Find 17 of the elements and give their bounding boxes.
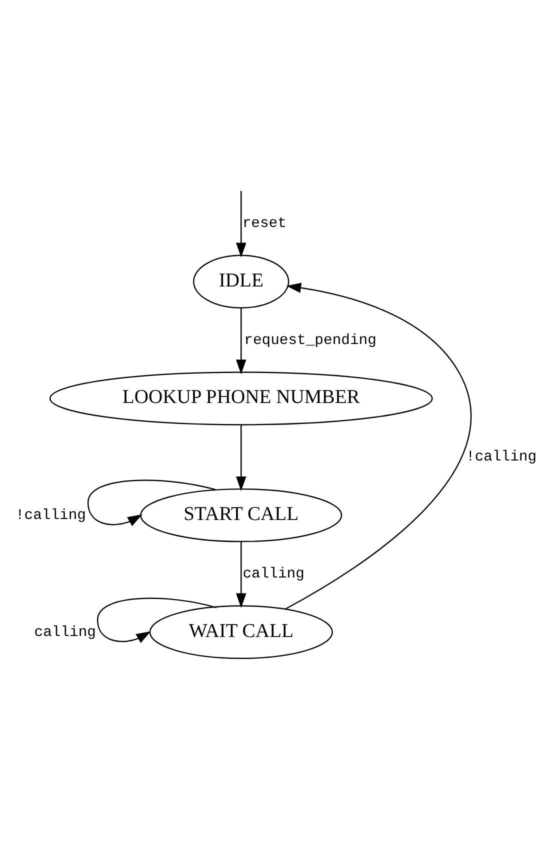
node-ellipse: LOOKUP PHONE NUMBER xyxy=(49,371,433,425)
edge-label: !calling xyxy=(466,449,537,466)
arrow xyxy=(236,307,246,374)
arrow xyxy=(284,282,472,610)
node-ellipse: IDLE xyxy=(193,254,290,308)
edge-label: calling xyxy=(242,566,304,582)
edge-label: reset xyxy=(242,216,286,232)
node-ellipse: START CALL xyxy=(140,488,342,542)
edge-label: !calling xyxy=(15,508,86,524)
arrow xyxy=(87,479,216,526)
edge-label: request_pending xyxy=(244,332,376,348)
arrow xyxy=(236,190,246,257)
arrow xyxy=(236,540,246,608)
arrow xyxy=(96,597,217,643)
edge-label: calling xyxy=(34,624,96,640)
arrow xyxy=(236,424,246,491)
node-ellipse: WAIT CALL xyxy=(149,604,333,658)
